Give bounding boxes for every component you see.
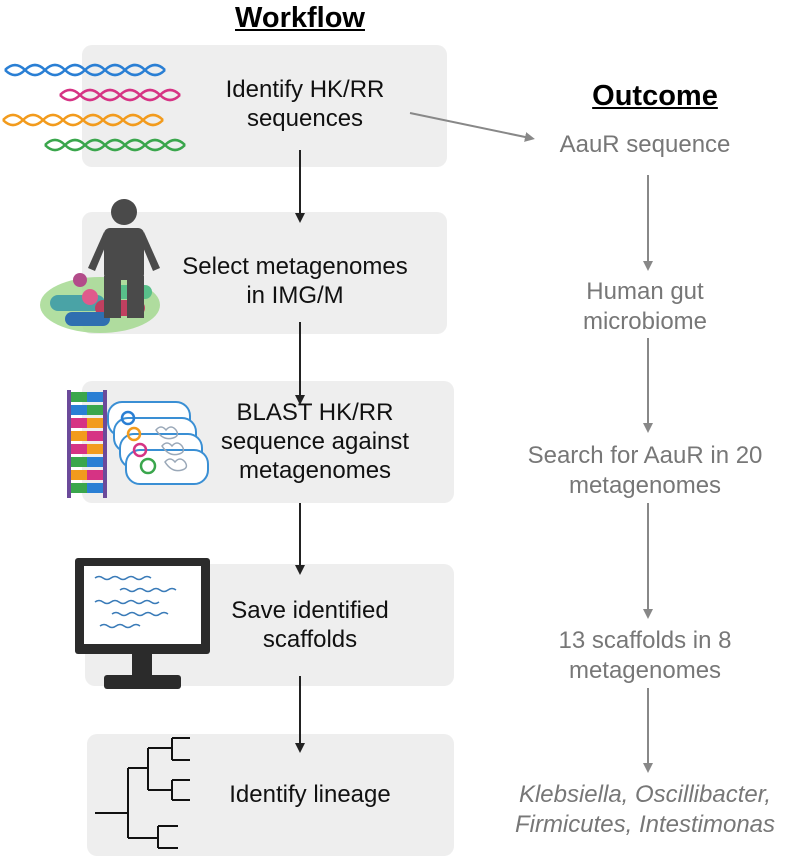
outcome-2-line2: microbiome bbox=[582, 308, 708, 335]
dna-strands-icon bbox=[2, 63, 186, 152]
outcome-2-line1: Human gut bbox=[586, 278, 704, 305]
workflow-step-1-line1: Identify HK/RR bbox=[225, 76, 385, 103]
workflow-step-3-line1: BLAST HK/RR bbox=[236, 399, 394, 426]
workflow-step-2-line2: in IMG/M bbox=[246, 282, 344, 309]
outcome-5-line2: Firmicutes, Intestimonas bbox=[514, 811, 776, 838]
outcome-heading: Outcome bbox=[592, 80, 718, 112]
computer-monitor-icon bbox=[75, 558, 210, 689]
outcome-3-line1: Search for AauR in 20 bbox=[527, 442, 763, 469]
workflow-step-5-text: Identify lineage bbox=[200, 780, 420, 809]
workflow-step-1-line2: sequences bbox=[246, 105, 364, 132]
workflow-step-3-text: BLAST HK/RR sequence against metagenomes bbox=[205, 398, 425, 485]
workflow-step-2-text: Select metagenomes in IMG/M bbox=[170, 252, 420, 310]
workflow-step-1-text: Identify HK/RR sequences bbox=[200, 75, 410, 133]
outcome-5-line1: Klebsiella, Oscillibacter, bbox=[518, 781, 772, 808]
outcome-5-text: Klebsiella, Oscillibacter, Firmicutes, I… bbox=[490, 780, 800, 840]
workflow-heading: Workflow bbox=[235, 2, 365, 34]
workflow-step-4-text: Save identified scaffolds bbox=[205, 596, 415, 654]
phylogenetic-tree-icon bbox=[95, 737, 190, 849]
outcome-2-text: Human gut microbiome bbox=[520, 277, 770, 337]
outcome-arrows bbox=[409, 112, 653, 773]
person-with-bacteria-icon bbox=[40, 199, 160, 333]
dna-and-petri-dishes-icon bbox=[67, 390, 209, 498]
workflow-step-3-line3: metagenomes bbox=[238, 457, 392, 484]
outcome-4-line1: 13 scaffolds in 8 bbox=[558, 627, 732, 654]
outcome-3-line2: metagenomes bbox=[568, 472, 722, 499]
outcome-1-text: AauR sequence bbox=[520, 130, 770, 160]
outcome-4-line2: metagenomes bbox=[568, 657, 722, 684]
outcome-3-text: Search for AauR in 20 metagenomes bbox=[505, 441, 785, 501]
outcome-4-text: 13 scaffolds in 8 metagenomes bbox=[520, 626, 770, 686]
workflow-step-5-line1: Identify lineage bbox=[229, 781, 391, 808]
workflow-step-2-line1: Select metagenomes bbox=[182, 253, 408, 280]
workflow-step-4-line2: scaffolds bbox=[262, 626, 358, 653]
workflow-step-4-line1: Save identified bbox=[231, 597, 389, 624]
arrow-to-outcome-1 bbox=[409, 112, 535, 142]
outcome-1-line1: AauR sequence bbox=[559, 131, 731, 158]
workflow-step-3-line2: sequence against bbox=[220, 428, 410, 455]
